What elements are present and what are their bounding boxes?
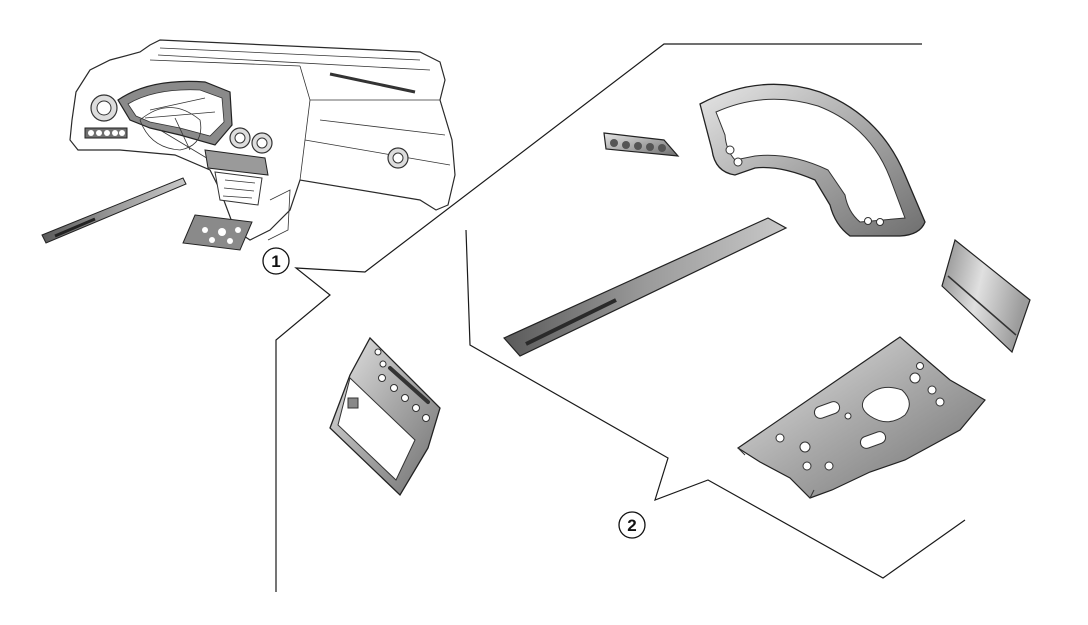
console-trim-plate [736, 336, 986, 499]
console-faceplate [329, 336, 441, 497]
instrument-cluster-surround [699, 83, 926, 237]
callout-2-leaders [465, 229, 966, 579]
overview-trim-strip [41, 177, 187, 244]
dash-trim-strip [503, 217, 788, 357]
side-trim-panel [941, 238, 1031, 354]
callout-2-label: 2 [627, 516, 636, 535]
callout-1: 1 [262, 247, 290, 275]
dashboard-assembly [69, 39, 456, 251]
callout-1-label: 1 [271, 252, 280, 271]
vent-trim-strip [603, 132, 680, 157]
callout-1-leaders [275, 43, 922, 592]
callout-2: 2 [618, 511, 646, 539]
